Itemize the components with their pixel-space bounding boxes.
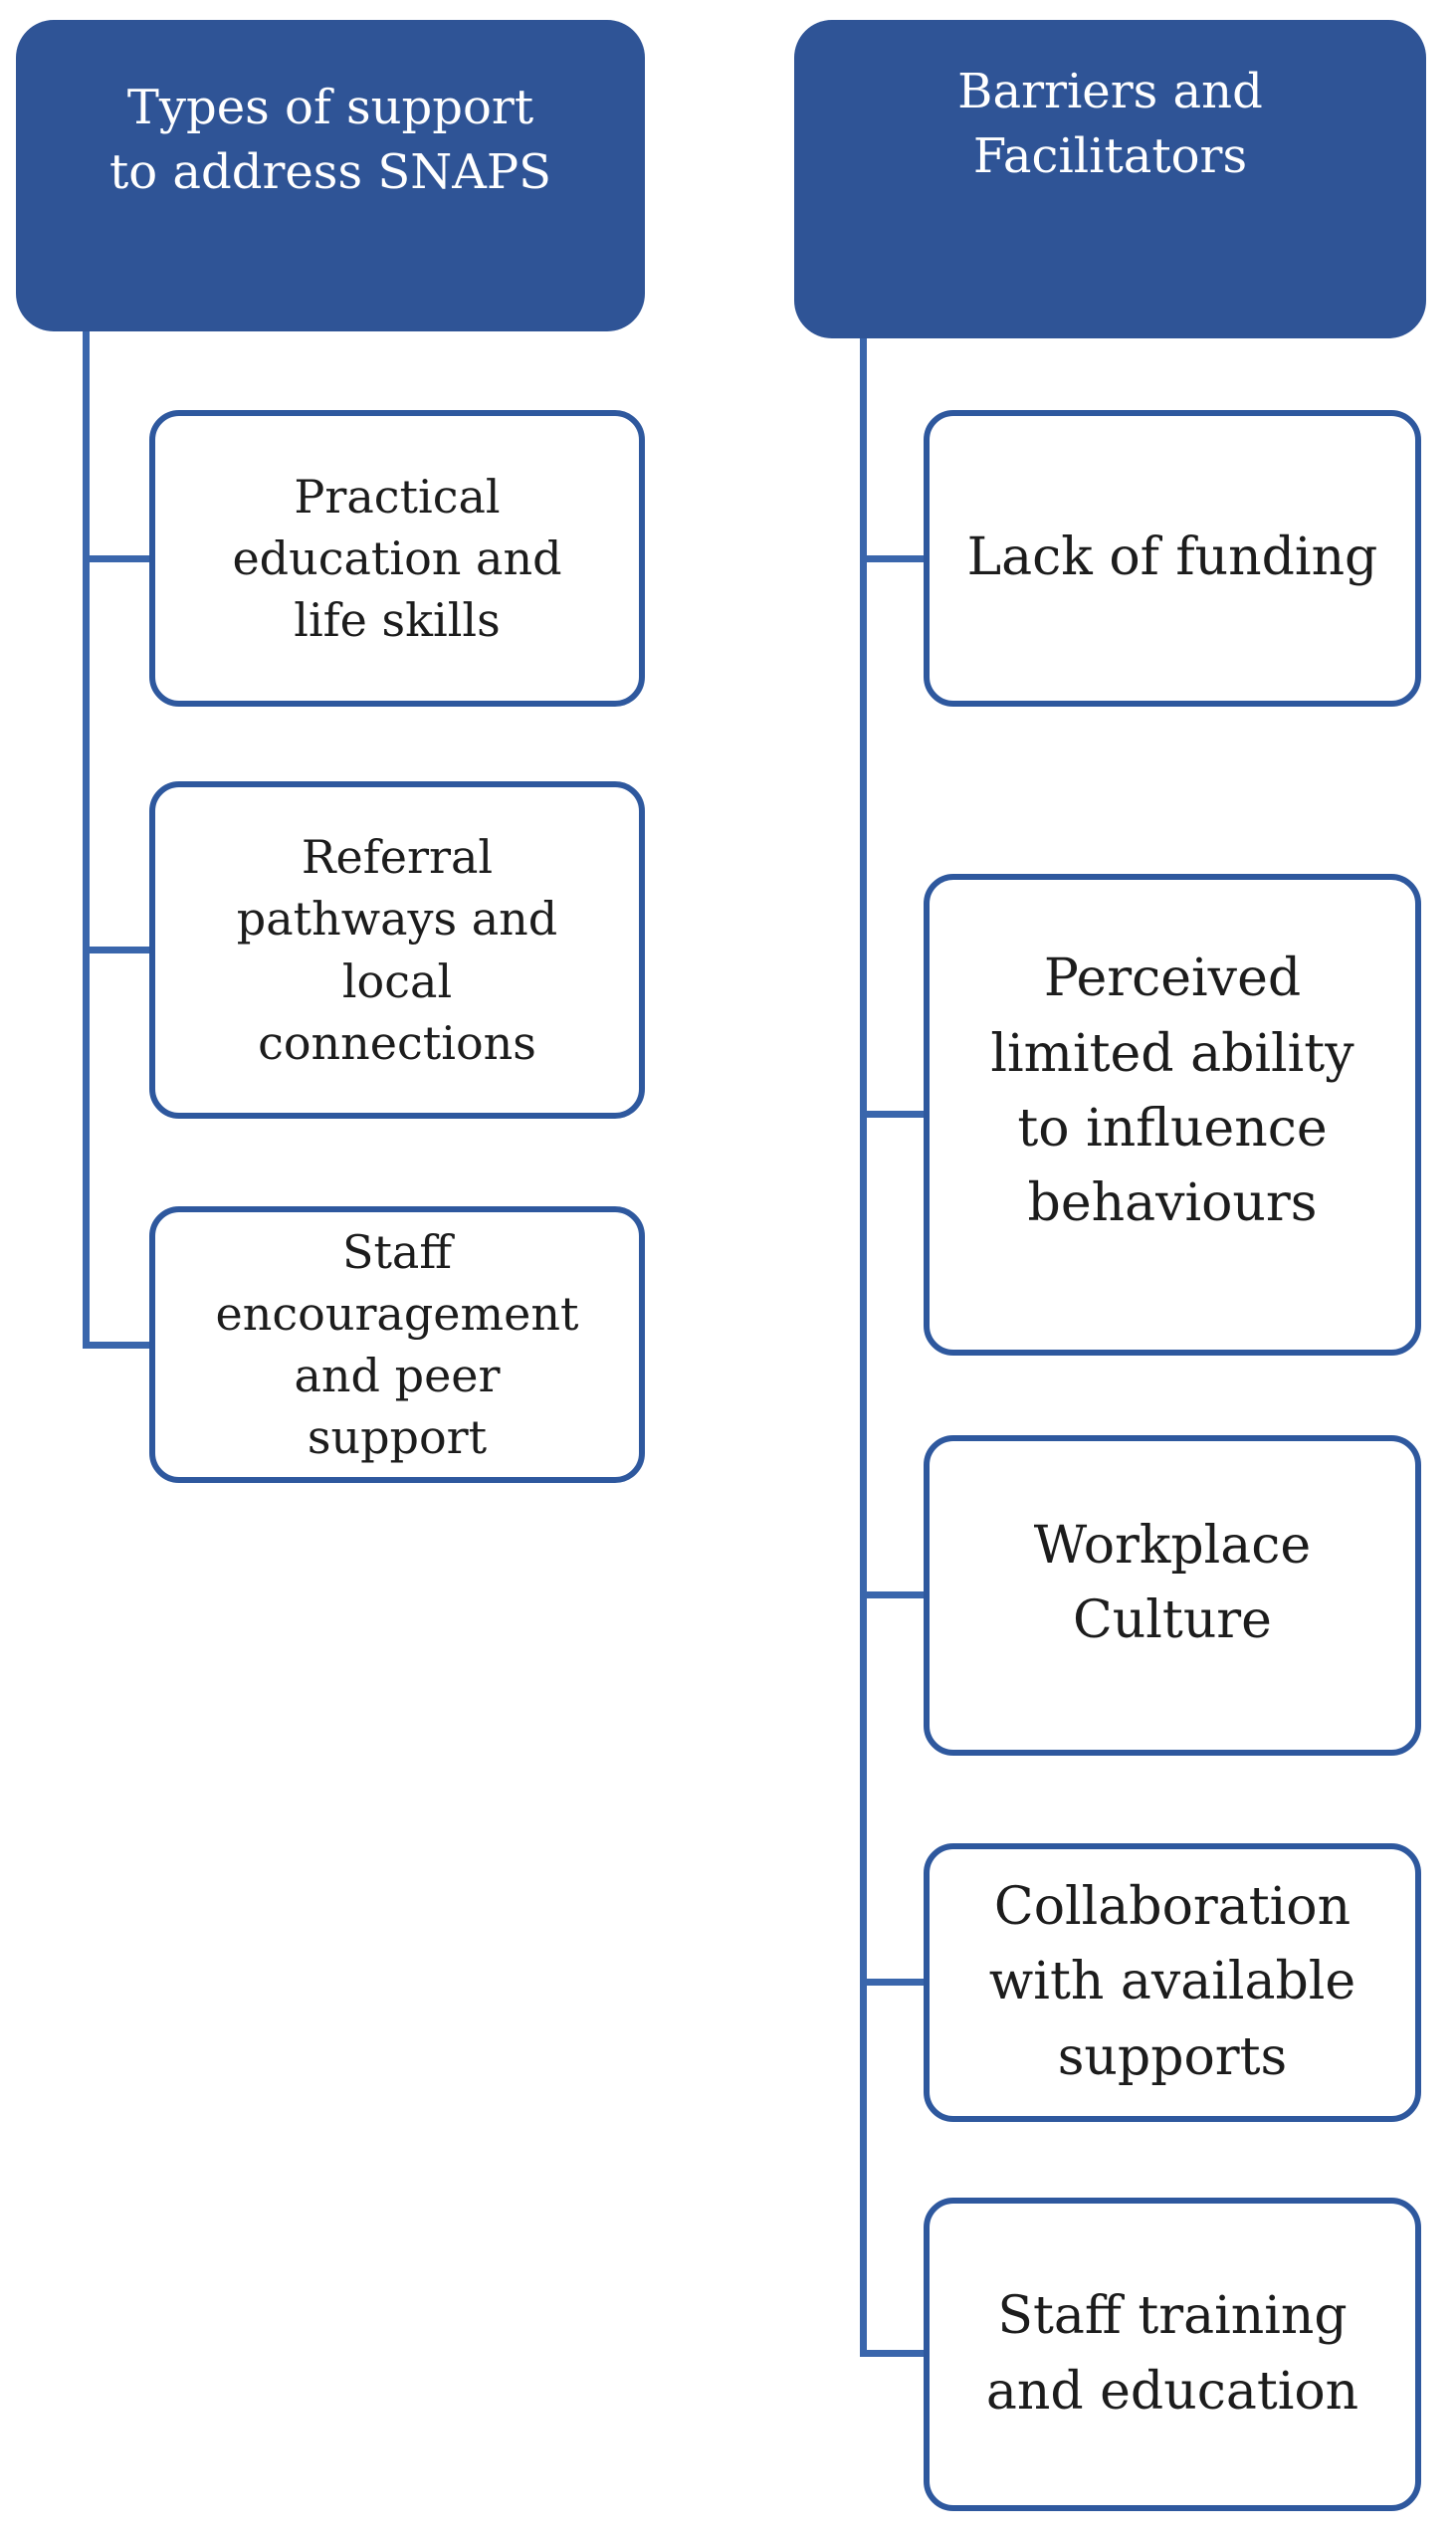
child-box-staff-encouragement: Staff encouragement and peer support xyxy=(149,1206,645,1483)
header-label-types-of-support: Types of support to address SNAPS xyxy=(108,80,552,201)
child-box-practical-education: Practical education and life skills xyxy=(149,410,645,707)
child-label-perceived-limited-ability: Perceived limited ability to influence b… xyxy=(990,949,1354,1234)
child-box-referral-pathways: Referral pathways and local connections xyxy=(149,781,645,1119)
child-label-staff-training: Staff training and education xyxy=(985,2286,1359,2422)
connector-stub-collaboration xyxy=(860,1979,924,1986)
header-box-types-of-support: Types of support to address SNAPS xyxy=(16,20,645,331)
connector-stub-lack-of-funding xyxy=(860,555,924,562)
connector-stub-staff-training xyxy=(860,2350,924,2357)
child-label-referral-pathways: Referral pathways and local connections xyxy=(236,830,558,1070)
child-label-practical-education: Practical education and life skills xyxy=(232,469,562,648)
connector-trunk-left xyxy=(83,331,90,1349)
header-box-barriers-facilitators: Barriers and Facilitators xyxy=(794,20,1426,338)
child-label-staff-encouragement: Staff encouragement and peer support xyxy=(215,1224,579,1465)
connector-stub-workplace-culture xyxy=(860,1591,924,1598)
connector-trunk-right xyxy=(860,338,867,2357)
connector-stub-practical-education xyxy=(83,555,149,562)
child-box-staff-training: Staff training and education xyxy=(924,2198,1421,2511)
child-label-collaboration: Collaboration with available supports xyxy=(988,1876,1356,2087)
child-box-lack-of-funding: Lack of funding xyxy=(924,410,1421,707)
child-box-collaboration: Collaboration with available supports xyxy=(924,1843,1421,2122)
connector-stub-referral-pathways xyxy=(83,947,149,953)
child-box-perceived-limited-ability: Perceived limited ability to influence b… xyxy=(924,874,1421,1356)
connector-stub-perceived-limited-ability xyxy=(860,1111,924,1118)
child-box-workplace-culture: Workplace Culture xyxy=(924,1435,1421,1756)
header-label-barriers-facilitators: Barriers and Facilitators xyxy=(957,64,1263,185)
connector-stub-staff-encouragement xyxy=(83,1342,149,1349)
child-label-workplace-culture: Workplace Culture xyxy=(1033,1515,1312,1650)
child-label-lack-of-funding: Lack of funding xyxy=(966,528,1378,588)
